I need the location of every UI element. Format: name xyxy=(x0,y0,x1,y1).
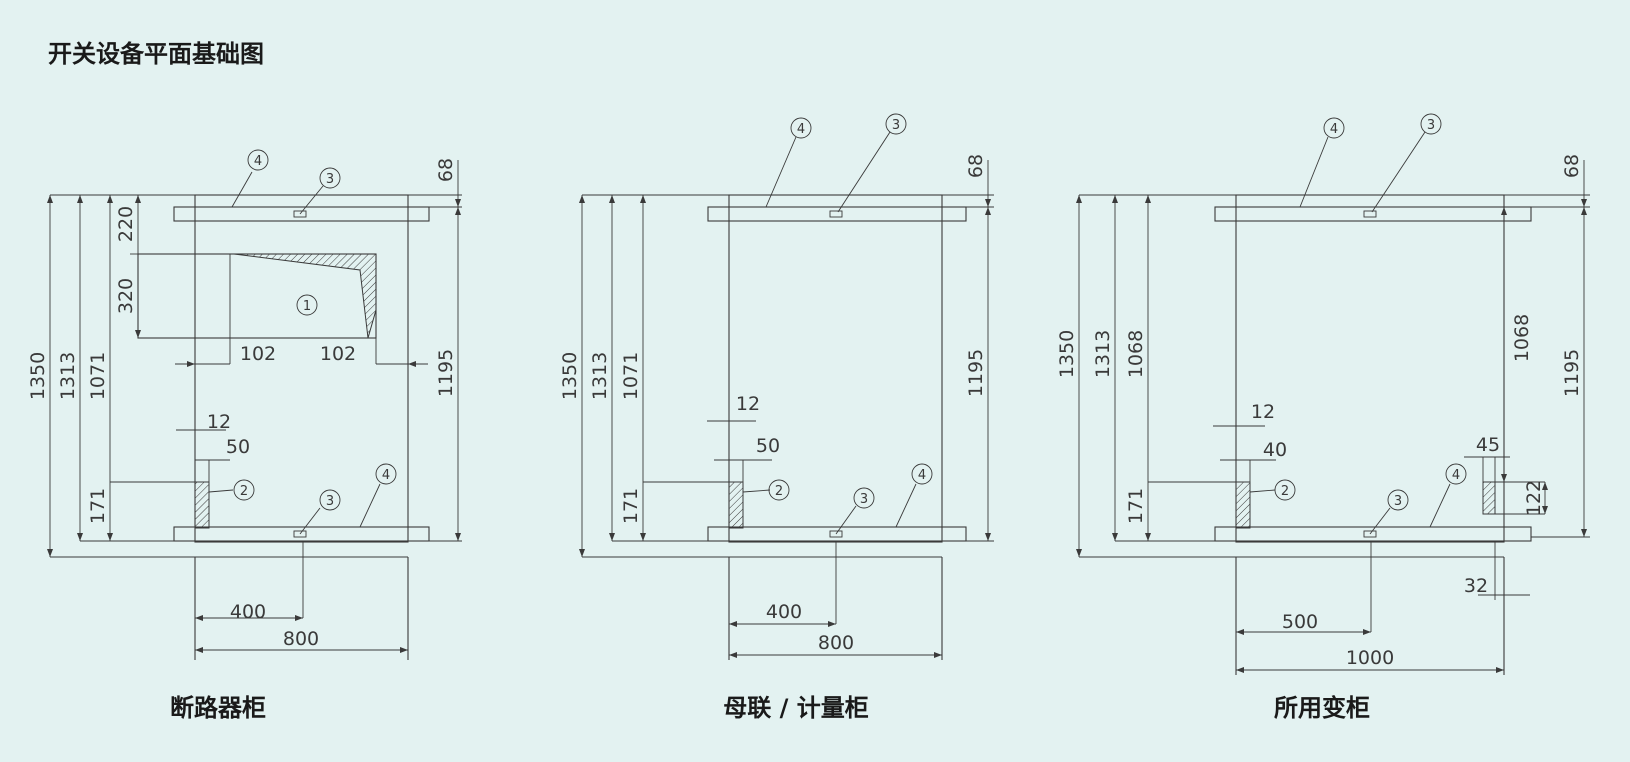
tag-3: 3 xyxy=(1394,494,1402,509)
dim-1071: 1071 xyxy=(87,352,109,400)
cable-trench xyxy=(728,481,744,529)
top-channel-steel xyxy=(1214,206,1532,222)
tag-3: 3 xyxy=(326,172,334,187)
dim-45: 45 xyxy=(1476,434,1500,456)
dim-40: 40 xyxy=(1263,439,1287,461)
dim-122: 122 xyxy=(1523,480,1545,516)
bottom-channel-steel xyxy=(1214,526,1532,542)
dim-400: 400 xyxy=(230,601,266,623)
tag-3: 3 xyxy=(860,492,868,507)
dim-171: 171 xyxy=(1125,488,1147,524)
bottom-channel-steel xyxy=(707,526,967,542)
panel-caption: 所用变柜 xyxy=(1274,694,1370,722)
dim-1313: 1313 xyxy=(1092,330,1114,378)
dim-800: 800 xyxy=(283,628,319,650)
dim-171: 171 xyxy=(87,488,109,524)
dim-102: 102 xyxy=(240,343,276,365)
tag-3: 3 xyxy=(1427,118,1435,133)
tag-2: 2 xyxy=(1281,484,1289,499)
dim-68: 68 xyxy=(1561,154,1583,178)
dim-102: 102 xyxy=(320,343,356,365)
cable-trench-right xyxy=(1482,481,1496,515)
dim-50: 50 xyxy=(756,435,780,457)
tag-1: 1 xyxy=(303,299,311,314)
dim-1195: 1195 xyxy=(965,349,987,397)
dim-1000: 1000 xyxy=(1346,647,1394,669)
dim-1350: 1350 xyxy=(1056,330,1078,378)
tag-4: 4 xyxy=(1330,122,1338,137)
dim-12: 12 xyxy=(207,411,231,433)
cabinet-outline xyxy=(728,194,943,543)
dim-1350: 1350 xyxy=(559,352,581,400)
tag-2: 2 xyxy=(240,484,248,499)
panel-bus-coupler-metering-cabinet: 4 3 2 3 4 1350 1313 1071 171 12 50 400 8… xyxy=(559,113,994,722)
dim-400: 400 xyxy=(766,601,802,623)
cabinet-outline xyxy=(194,194,409,543)
page-title: 开关设备平面基础图 xyxy=(48,40,264,68)
tag-3: 3 xyxy=(892,118,900,133)
dim-1068: 1068 xyxy=(1125,330,1147,378)
tag-4: 4 xyxy=(918,468,926,483)
tag-2: 2 xyxy=(775,484,783,499)
top-channel-steel xyxy=(173,206,430,222)
dim-12: 12 xyxy=(736,393,760,415)
dim-68: 68 xyxy=(435,158,457,182)
dim-32: 32 xyxy=(1464,575,1488,597)
bottom-channel-steel xyxy=(173,526,430,542)
panel-breaker-cabinet: 4 3 1 2 3 4 1350 1313 1071 220 320 171 1… xyxy=(27,149,462,722)
panel-station-transformer-cabinet: 4 3 2 3 4 1350 1313 1068 171 12 40 45 12… xyxy=(1056,113,1590,722)
dim-50: 50 xyxy=(226,436,250,458)
dim-1071: 1071 xyxy=(620,352,642,400)
panel-caption: 断路器柜 xyxy=(170,694,266,722)
panel-caption: 母联 / 计量柜 xyxy=(723,694,868,722)
dim-1313: 1313 xyxy=(57,352,79,400)
tag-4: 4 xyxy=(797,122,805,137)
dim-1313: 1313 xyxy=(589,352,611,400)
top-channel-steel xyxy=(707,206,967,222)
dim-800: 800 xyxy=(818,632,854,654)
dim-500: 500 xyxy=(1282,611,1318,633)
tag-3: 3 xyxy=(326,494,334,509)
tag-4: 4 xyxy=(382,468,390,483)
dim-12: 12 xyxy=(1251,401,1275,423)
dim-1195: 1195 xyxy=(1561,349,1583,397)
cabinet-outline xyxy=(1235,194,1505,543)
dim-320: 320 xyxy=(115,278,137,314)
cable-trench xyxy=(194,481,210,529)
dim-1068: 1068 xyxy=(1511,314,1533,362)
dim-220: 220 xyxy=(115,206,137,242)
tag-4: 4 xyxy=(254,154,262,169)
dim-68: 68 xyxy=(965,154,987,178)
dim-171: 171 xyxy=(620,488,642,524)
dim-1350: 1350 xyxy=(27,352,49,400)
tag-4: 4 xyxy=(1452,468,1460,483)
dim-1195: 1195 xyxy=(435,349,457,397)
cable-trench xyxy=(1235,481,1251,529)
